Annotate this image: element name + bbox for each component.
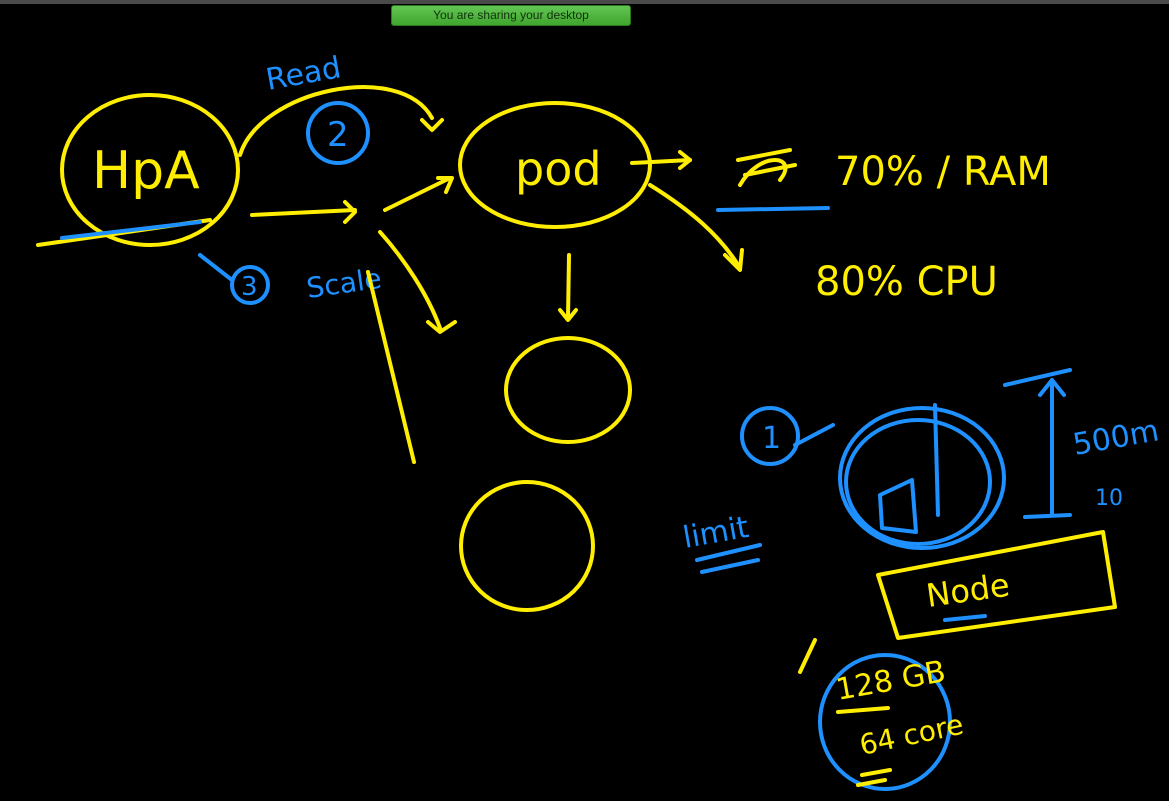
step-2-circle xyxy=(306,101,370,165)
node-box xyxy=(876,530,1117,640)
step-1-circle xyxy=(740,406,800,466)
hpa-circle xyxy=(60,93,240,247)
node-cpu-label: 500m xyxy=(1070,413,1161,462)
cpu-threshold: 80% CPU xyxy=(815,259,998,305)
node-pod-scribble xyxy=(838,406,1006,550)
ram-threshold: 70% / RAM xyxy=(835,149,1051,195)
node-cpu-sub: 10 xyxy=(1095,486,1123,511)
memory-label: 128 GB xyxy=(833,654,948,708)
node-label: Node xyxy=(924,566,1012,615)
step-1-label: 1 xyxy=(762,421,781,456)
pod-label: pod xyxy=(515,142,602,196)
pod-circle xyxy=(458,101,652,229)
hpa-to-pod-arrow xyxy=(250,208,357,217)
scribble xyxy=(736,148,797,187)
read-arrow xyxy=(238,85,434,157)
hpa-underline-blue xyxy=(60,220,202,240)
scale-line xyxy=(366,270,416,464)
step-3-label: 3 xyxy=(241,272,258,302)
replica-pod-2 xyxy=(459,480,595,612)
read-arrowhead xyxy=(420,118,444,132)
hpa-label: HpA xyxy=(92,141,200,201)
resource-circle xyxy=(818,653,952,791)
cores-label: 64 core xyxy=(857,708,967,762)
ram-underline xyxy=(716,206,830,212)
replica-pod-1 xyxy=(504,336,632,444)
menu-bar xyxy=(0,0,1169,4)
step-3-circle xyxy=(230,265,270,305)
screen-share-banner[interactable]: You are sharing your desktop xyxy=(391,5,631,26)
step-2-label: 2 xyxy=(327,115,349,155)
